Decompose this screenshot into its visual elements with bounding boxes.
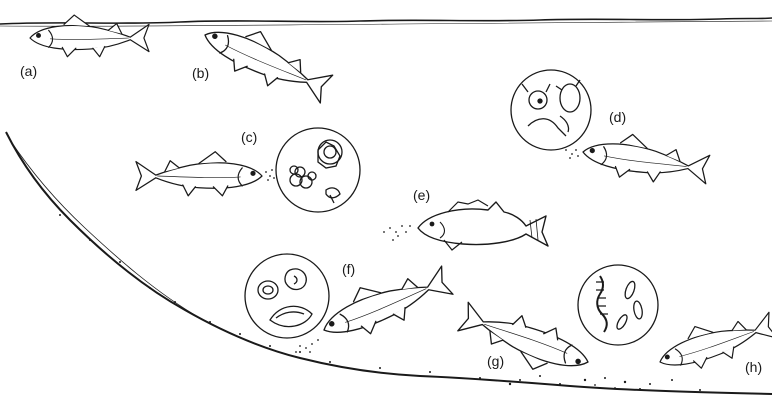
label-h: (h) (745, 360, 762, 374)
food-particles-c (265, 169, 275, 181)
label-d: (d) (609, 110, 626, 124)
food-inset-d-zooplankton (511, 70, 591, 150)
food-particles-d (565, 149, 579, 159)
fish-f-mollusc-feeder (314, 256, 455, 349)
label-e: (e) (413, 188, 430, 202)
fish-e-cichlid (418, 200, 548, 250)
food-inset-c-macrophytes (276, 128, 360, 212)
fish-c-plant-eater (136, 152, 262, 196)
food-particles-e (383, 225, 411, 241)
fish-a-surface-feeder (30, 15, 149, 57)
water-surface-line (0, 18, 772, 24)
label-f: (f) (342, 262, 355, 276)
food-inset-g-benthos (578, 265, 658, 345)
label-b: (b) (192, 66, 209, 80)
label-g: (g) (487, 354, 504, 368)
label-c: (c) (241, 130, 257, 144)
label-a: (a) (20, 64, 37, 78)
fish-d-zooplankton-feeder (580, 128, 711, 189)
food-particles-f (295, 339, 319, 353)
food-inset-f-molluscs (245, 254, 329, 338)
fish-g-detritus-feeder (454, 297, 595, 386)
fish-b-upper-water (196, 12, 336, 109)
